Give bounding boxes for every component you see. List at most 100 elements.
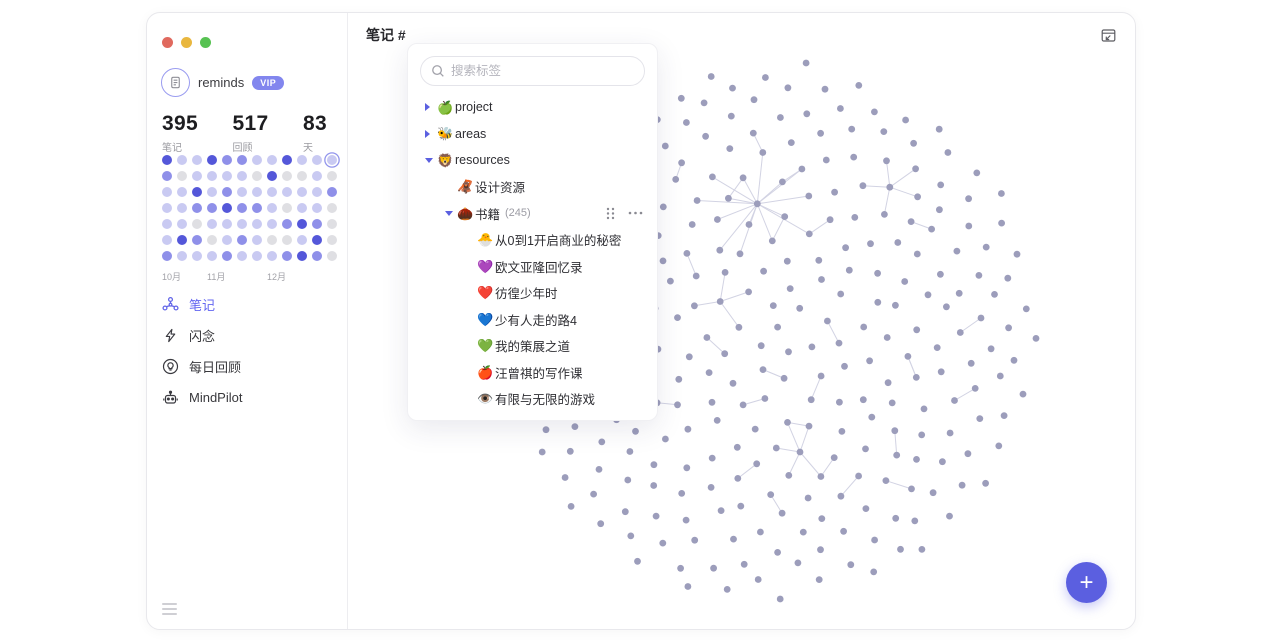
heatmap-dot[interactable] xyxy=(327,187,337,197)
heatmap-dot[interactable] xyxy=(297,235,307,245)
heatmap-dot[interactable] xyxy=(192,203,202,213)
heatmap-dot[interactable] xyxy=(222,155,232,165)
heatmap-dot[interactable] xyxy=(222,187,232,197)
heatmap-dot[interactable] xyxy=(252,235,262,245)
heatmap-dot[interactable] xyxy=(207,235,217,245)
heatmap-dot[interactable] xyxy=(267,155,277,165)
tag-tree-row[interactable]: 👁️有限与无限的游戏 xyxy=(408,386,657,413)
heatmap-dot[interactable] xyxy=(207,171,217,181)
tag-tree-row[interactable]: 💙少有人走的路4 xyxy=(408,306,657,333)
heatmap-dot[interactable] xyxy=(222,235,232,245)
chevron-down-icon[interactable] xyxy=(425,158,437,163)
sidebar-item-review[interactable]: 每日回顾 xyxy=(162,351,337,382)
sidebar-item-mindpilot[interactable]: MindPilot xyxy=(162,382,337,413)
tag-tree-row[interactable]: 🦧设计资源 xyxy=(408,174,657,201)
heatmap-dot[interactable] xyxy=(327,203,337,213)
heatmap-dot[interactable] xyxy=(162,155,172,165)
chevron-right-icon[interactable] xyxy=(425,103,437,111)
heatmap-dot[interactable] xyxy=(222,219,232,229)
heatmap-dot[interactable] xyxy=(192,171,202,181)
heatmap-dot[interactable] xyxy=(252,251,262,261)
heatmap-dot[interactable] xyxy=(267,203,277,213)
heatmap-dot[interactable] xyxy=(297,155,307,165)
heatmap-dot[interactable] xyxy=(162,251,172,261)
heatmap-dot[interactable] xyxy=(162,187,172,197)
add-note-button[interactable]: + xyxy=(1066,562,1107,603)
heatmap-dot[interactable] xyxy=(207,187,217,197)
heatmap-dot[interactable] xyxy=(237,155,247,165)
heatmap-dot[interactable] xyxy=(327,251,337,261)
tag-tree-row[interactable]: 🐝areas xyxy=(408,121,657,148)
tag-tree-row[interactable]: ❤️彷徨少年时 xyxy=(408,280,657,307)
tag-search[interactable] xyxy=(420,56,645,86)
heatmap-dot[interactable] xyxy=(192,155,202,165)
heatmap-dot[interactable] xyxy=(237,219,247,229)
heatmap-dot[interactable] xyxy=(162,219,172,229)
heatmap-dot[interactable] xyxy=(312,235,322,245)
heatmap-dot[interactable] xyxy=(177,187,187,197)
heatmap-dot[interactable] xyxy=(267,235,277,245)
heatmap-dot[interactable] xyxy=(207,203,217,213)
heatmap-dot[interactable] xyxy=(237,251,247,261)
heatmap-dot[interactable] xyxy=(282,187,292,197)
heatmap-dot[interactable] xyxy=(162,235,172,245)
heatmap-dot[interactable] xyxy=(162,171,172,181)
heatmap-dot[interactable] xyxy=(312,155,322,165)
tag-tree-row[interactable]: 💜欧文亚隆回忆录 xyxy=(408,253,657,280)
heatmap-dot[interactable] xyxy=(267,219,277,229)
heatmap-dot[interactable] xyxy=(222,251,232,261)
close-window-icon[interactable] xyxy=(162,37,173,48)
heatmap-dot[interactable] xyxy=(177,203,187,213)
profile-row[interactable]: reminds VIP xyxy=(161,68,285,97)
heatmap-dot[interactable] xyxy=(282,251,292,261)
heatmap-dot[interactable] xyxy=(252,171,262,181)
search-input[interactable] xyxy=(451,64,634,78)
heatmap-dot[interactable] xyxy=(252,187,262,197)
heatmap-dot[interactable] xyxy=(282,219,292,229)
tag-tree-row[interactable]: 🦁resources xyxy=(408,147,657,174)
heatmap-dot[interactable] xyxy=(312,219,322,229)
heatmap-dot[interactable] xyxy=(252,203,262,213)
heatmap-dot[interactable] xyxy=(177,235,187,245)
sidebar-item-flash[interactable]: 闪念 xyxy=(162,320,337,351)
heatmap-dot[interactable] xyxy=(162,203,172,213)
tag-tree-row[interactable]: 🌰书籍(245) xyxy=(408,200,657,227)
heatmap-dot[interactable] xyxy=(237,187,247,197)
minimize-window-icon[interactable] xyxy=(181,37,192,48)
heatmap-dot[interactable] xyxy=(267,171,277,181)
heatmap-dot[interactable] xyxy=(297,171,307,181)
heatmap-dot[interactable] xyxy=(177,219,187,229)
heatmap-dot[interactable] xyxy=(282,155,292,165)
chevron-down-icon[interactable] xyxy=(445,211,457,216)
heatmap-dot[interactable] xyxy=(192,219,202,229)
heatmap-dot[interactable] xyxy=(312,171,322,181)
heatmap-dot[interactable] xyxy=(192,235,202,245)
heatmap-dot[interactable] xyxy=(207,155,217,165)
heatmap-dot[interactable] xyxy=(252,155,262,165)
heatmap-dot[interactable] xyxy=(327,171,337,181)
drag-handle-icon[interactable] xyxy=(606,207,615,220)
heatmap-dot[interactable] xyxy=(327,155,337,165)
heatmap-dot[interactable] xyxy=(312,187,322,197)
heatmap-dot[interactable] xyxy=(237,171,247,181)
heatmap-dot[interactable] xyxy=(177,155,187,165)
heatmap-dot[interactable] xyxy=(282,235,292,245)
heatmap-dot[interactable] xyxy=(282,171,292,181)
more-icon[interactable] xyxy=(628,211,643,215)
tag-tree-row[interactable]: 🍏project xyxy=(408,94,657,121)
heatmap-dot[interactable] xyxy=(327,235,337,245)
heatmap-dot[interactable] xyxy=(237,235,247,245)
heatmap-dot[interactable] xyxy=(177,251,187,261)
tag-tree-row[interactable]: 🐣从0到1开启商业的秘密 xyxy=(408,227,657,254)
heatmap-dot[interactable] xyxy=(297,203,307,213)
tag-tree-row[interactable]: 💚我的策展之道 xyxy=(408,333,657,360)
panel-toggle-icon[interactable] xyxy=(1097,24,1119,46)
menu-icon[interactable] xyxy=(162,603,177,615)
heatmap-dot[interactable] xyxy=(177,171,187,181)
heatmap-dot[interactable] xyxy=(207,251,217,261)
heatmap-dot[interactable] xyxy=(312,203,322,213)
zoom-window-icon[interactable] xyxy=(200,37,211,48)
heatmap-dot[interactable] xyxy=(192,187,202,197)
heatmap-dot[interactable] xyxy=(282,203,292,213)
heatmap-dot[interactable] xyxy=(267,187,277,197)
